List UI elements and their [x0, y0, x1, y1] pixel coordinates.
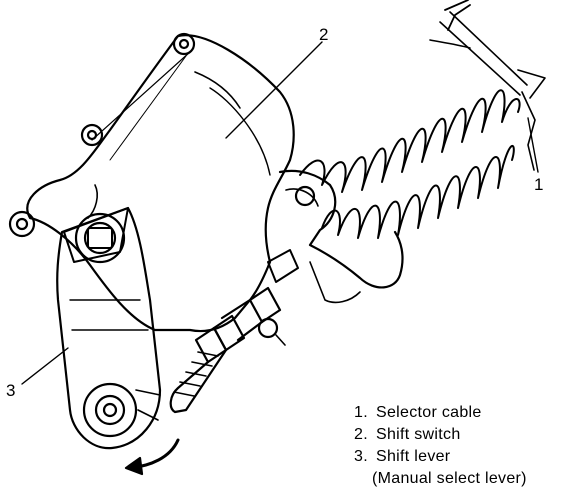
legend-item-label: Shift switch [376, 426, 461, 443]
legend-item-sublabel: (Manual select lever) [372, 470, 527, 487]
cable-bracket [278, 169, 404, 304]
callout-2: 2 [319, 25, 329, 44]
legend-item-selector-cable: 1. Selector cable [334, 402, 574, 424]
leader-lines [21, 41, 539, 385]
legend-item-shift-switch: 2. Shift switch [334, 424, 574, 446]
shift-lever [56, 206, 162, 450]
legend-item-label: Shift lever [376, 448, 451, 465]
legend-item-shift-lever: 3. Shift lever [334, 446, 574, 468]
callout-1: 1 [534, 175, 544, 194]
selector-cable-spring [299, 11, 528, 239]
callout-3: 3 [6, 381, 16, 400]
legend-item-label: Selector cable [376, 404, 482, 421]
shift-switch-body [8, 32, 295, 333]
legend: 1. Selector cable 2. Shift switch 3. Shi… [334, 402, 574, 490]
legend-item-number: 1. [354, 404, 368, 421]
legend-item-number: 3. [354, 448, 368, 465]
adjuster-rod [169, 249, 299, 414]
legend-item-number: 2. [354, 426, 368, 443]
direction-arrow-icon [124, 438, 180, 476]
selector-cable-end [444, 0, 546, 171]
